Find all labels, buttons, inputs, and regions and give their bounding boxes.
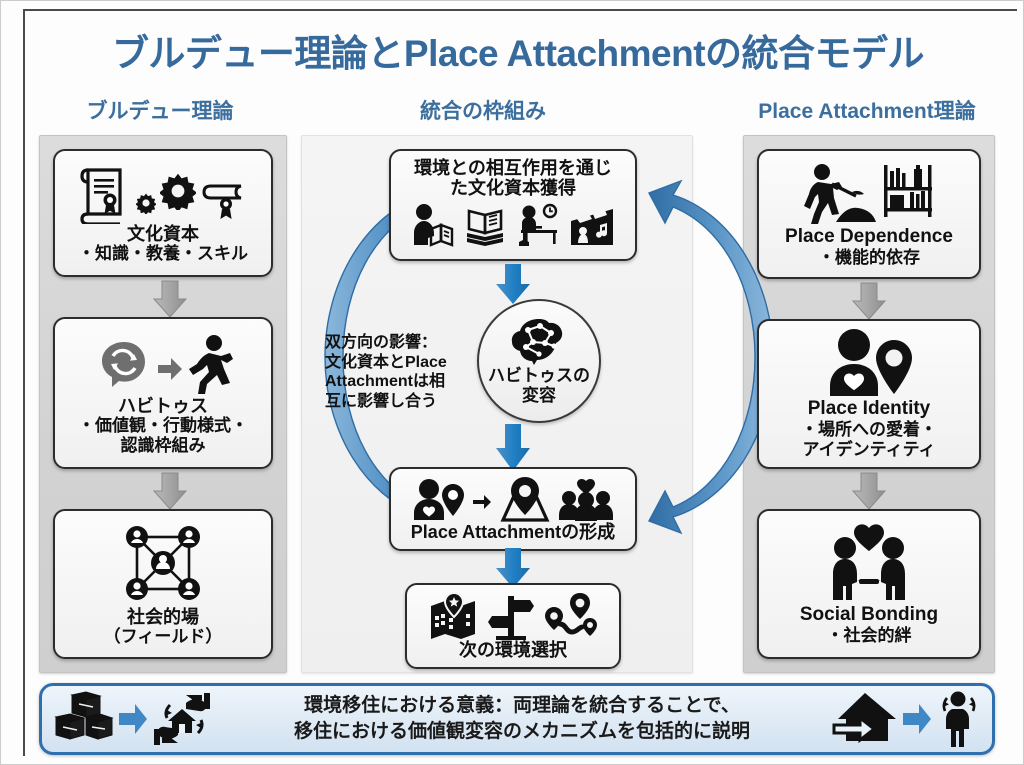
card-title: 文化資本 <box>127 223 199 244</box>
group-heart-icon <box>558 478 613 521</box>
card-subtitle: ・機能的依存 <box>818 247 920 267</box>
gear-large-icon <box>160 173 196 210</box>
habitus-icons <box>93 330 233 396</box>
social-network-icon <box>126 525 200 600</box>
place-dependence-icons <box>802 160 936 226</box>
route-pins-icon <box>545 592 597 636</box>
card-title: Social Bonding <box>799 604 939 626</box>
card-title: 次の環境選択 <box>459 639 567 660</box>
running-person-icon <box>189 334 233 394</box>
card-subtitle: （フィールド） <box>103 627 223 647</box>
desk-study-icon <box>519 204 558 247</box>
card-subtitle: ・価値観・行動様式・ <box>78 416 248 436</box>
hands-house-icon <box>154 693 210 745</box>
slide-inner: ブルデュー理論とPlace Attachmentの統合モデル ブルデュー理論 統… <box>25 11 1009 756</box>
blue-arrow-icon <box>903 704 931 734</box>
card-title: ハビトゥス <box>118 395 208 416</box>
worker-digging-icon <box>804 164 876 225</box>
attachment-formation-icons <box>413 476 614 522</box>
card-cultural-capital-acquisition[interactable]: 環境との相互作用を通じ た文化資本獲得 <box>389 149 637 261</box>
person-walking-icon <box>942 691 976 747</box>
card-subtitle-2: 認識枠組み <box>120 436 206 456</box>
card-subtitle: ・場所への愛着・ <box>801 419 937 439</box>
next-choice-icons <box>428 591 598 640</box>
house-exit-icon <box>832 693 896 744</box>
column-header-left: ブルデュー理論 <box>86 100 234 123</box>
gear-icon <box>136 193 156 214</box>
circle-label-line2: 変容 <box>522 385 556 405</box>
gray-down-arrow-right-2 <box>849 471 889 511</box>
brain-network-icon <box>511 318 563 365</box>
banner-right-icons <box>822 690 992 748</box>
blue-arrow-icon <box>119 704 147 734</box>
card-title: Place Attachmentの形成 <box>410 521 616 542</box>
column-header-right: Place Attachment理論 <box>758 100 976 123</box>
diploma-icon <box>202 184 242 219</box>
person-heart-pin-icon <box>413 478 464 520</box>
cultural-capital-icons <box>80 162 246 224</box>
place-identity-icons <box>821 328 917 398</box>
card-social-bonding[interactable]: Social Bonding ・社会的絆 <box>757 509 981 659</box>
card-place-attachment-formation[interactable]: Place Attachmentの形成 <box>389 467 637 551</box>
person-heart-location-icon <box>830 329 912 397</box>
card-title: 社会的場 <box>127 606 199 627</box>
column-header-center: 統合の枠組み <box>420 100 546 123</box>
acquisition-icons <box>411 201 615 248</box>
bookshelf-icon <box>884 165 932 218</box>
right-arrow-icon <box>158 357 182 380</box>
card-title: 環境との相互作用を通じ <box>414 158 612 178</box>
circle-habitus-transformation[interactable]: ハビトゥスの 変容 <box>477 299 601 423</box>
open-book-stack-icon <box>467 209 503 247</box>
banner-text: 環境移住における意義：両理論を統合することで、 移住における価値観変容のメカニズ… <box>293 694 750 742</box>
social-bonding-icons <box>819 522 919 604</box>
card-habitus[interactable]: ハビトゥス ・価値観・行動様式・ 認識枠組み <box>53 317 273 469</box>
certificate-icon <box>80 168 122 224</box>
blue-down-arrow-center-3 <box>492 547 534 589</box>
card-place-dependence[interactable]: Place Dependence ・機能的依存 <box>757 149 981 279</box>
bottom-banner[interactable]: 環境移住における意義：両理論を統合することで、 移住における価値観変容のメカニズ… <box>39 683 995 755</box>
card-title-2: た文化資本獲得 <box>450 178 576 199</box>
brain-cycle-icon <box>102 341 145 387</box>
blue-down-arrow-center-1 <box>492 263 534 305</box>
circle-label-line1: ハビトゥスの <box>488 365 590 385</box>
boxes-icon <box>54 691 114 740</box>
person-reading-icon <box>414 204 454 248</box>
card-title: Place Dependence <box>785 226 953 248</box>
card-subtitle-2: アイデンティティ <box>802 439 936 459</box>
card-next-environment-choice[interactable]: 次の環境選択 <box>405 583 621 669</box>
two-people-heart-icon <box>833 524 905 601</box>
bidirectional-influence-note: 双方向の影響： 文化資本とPlace Attachmentは相 互に影響し合う <box>325 334 447 410</box>
card-place-identity[interactable]: Place Identity ・場所への愛着・ アイデンティティ <box>757 319 981 469</box>
card-subtitle: ・社会的絆 <box>826 625 912 645</box>
culture-music-icon <box>571 209 613 246</box>
map-pin-icon <box>500 476 549 522</box>
small-right-arrow-icon <box>472 494 491 509</box>
gray-down-arrow-left-1 <box>150 279 190 319</box>
card-title: Place Identity <box>807 398 931 420</box>
card-subtitle: ・知識・教養・スキル <box>78 244 248 264</box>
card-cultural-capital[interactable]: 文化資本 ・知識・教養・スキル <box>53 149 273 277</box>
social-field-icons <box>117 521 209 607</box>
gray-down-arrow-right-1 <box>849 281 889 321</box>
card-social-field[interactable]: 社会的場 （フィールド） <box>53 509 273 659</box>
signpost-icon <box>488 595 534 640</box>
gray-down-arrow-left-2 <box>150 471 190 511</box>
page-title: ブルデュー理論とPlace Attachmentの統合モデル <box>111 33 925 74</box>
banner-left-icons <box>42 691 222 747</box>
blue-down-arrow-center-2 <box>492 423 534 471</box>
city-map-icon <box>431 591 475 639</box>
